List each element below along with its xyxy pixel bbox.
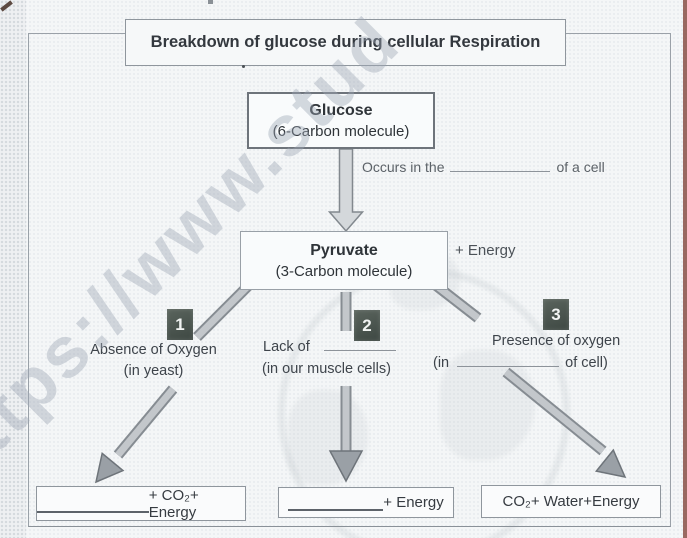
branch3-prefix: (in bbox=[433, 355, 450, 371]
globe-watermark-blob bbox=[288, 390, 368, 485]
page-edge-line bbox=[683, 0, 687, 538]
fill-in-blank-branch3 bbox=[457, 353, 560, 367]
glucose-box: Glucose (6-Carbon molecule) bbox=[247, 92, 435, 149]
location-fill-in-row: Occurs in the of a cell bbox=[362, 158, 605, 175]
pyruvate-box: Pyruvate (3-Carbon molecule) bbox=[240, 231, 448, 290]
fill-in-blank-location bbox=[450, 158, 551, 172]
scan-edge-tick bbox=[208, 0, 213, 4]
branch3-caption-line2: (in of cell) bbox=[433, 353, 608, 374]
paper-margin-texture bbox=[0, 0, 26, 538]
step-badge-1: 1 bbox=[167, 309, 193, 340]
fill-in-blank-result1 bbox=[37, 511, 149, 513]
result3-text: CO₂+ Water+Energy bbox=[502, 493, 640, 510]
result-box-fermentation-yeast: + CO₂+ Energy bbox=[36, 486, 246, 521]
result1-text: + CO₂+ Energy bbox=[148, 486, 199, 521]
arrow-pyruvate-to-branch3 bbox=[429, 278, 627, 479]
energy-label: + Energy bbox=[455, 242, 516, 259]
glucose-subtitle: (6-Carbon molecule) bbox=[272, 122, 410, 140]
result2-text: + Energy bbox=[383, 494, 444, 511]
branch1-line2: (in yeast) bbox=[123, 363, 184, 379]
branch2-caption-line2: (in our muscle cells) bbox=[262, 361, 391, 377]
diagram-title: Breakdown of glucose during cellular Res… bbox=[150, 33, 541, 51]
arrow-pyruvate-to-branch2 bbox=[328, 292, 364, 483]
branch3-suffix: of cell) bbox=[565, 355, 608, 371]
location-prefix: Occurs in the bbox=[362, 159, 445, 175]
glucose-label: Glucose bbox=[309, 101, 373, 119]
branch3-caption-line1: Presence of oxygen bbox=[492, 333, 621, 349]
step-badge-3: 3 bbox=[543, 299, 569, 330]
location-suffix: of a cell bbox=[556, 159, 605, 175]
branch1-caption: Absence of Oxygen (in yeast) bbox=[66, 340, 241, 382]
diagram-title-box: Breakdown of glucose during cellular Res… bbox=[125, 19, 566, 66]
result-box-muscle: + Energy bbox=[278, 487, 454, 518]
branch1-line1: Absence of Oxygen bbox=[90, 342, 217, 358]
pyruvate-label: Pyruvate bbox=[310, 241, 378, 259]
pyruvate-subtitle: (3-Carbon molecule) bbox=[275, 262, 413, 280]
arrow-glucose-to-pyruvate bbox=[327, 148, 365, 233]
arrow-pyruvate-to-branch1 bbox=[94, 279, 255, 484]
ink-dot bbox=[242, 65, 245, 68]
result-box-aerobic: CO₂+ Water+Energy bbox=[481, 485, 661, 518]
branch2-prefix: Lack of bbox=[263, 339, 310, 355]
fill-in-blank-branch2 bbox=[323, 337, 396, 351]
branch2-caption-line1: Lack of bbox=[263, 337, 396, 358]
fill-in-blank-result2 bbox=[288, 509, 384, 511]
globe-watermark-blob bbox=[440, 350, 535, 460]
step-badge-2: 2 bbox=[354, 310, 380, 341]
